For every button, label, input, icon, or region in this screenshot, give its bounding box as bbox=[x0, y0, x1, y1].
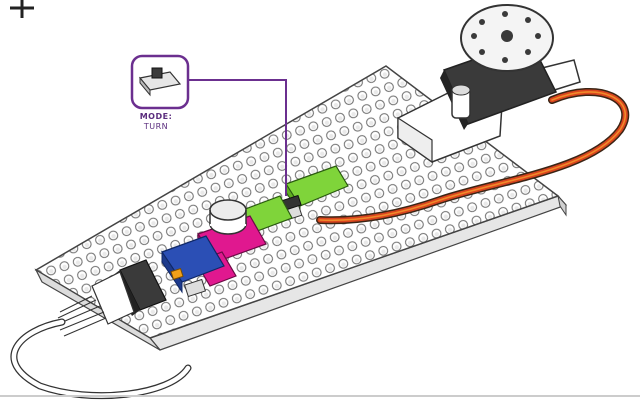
servo-motor bbox=[398, 5, 580, 162]
mode-value: TURN bbox=[136, 122, 176, 131]
servo-horn bbox=[461, 5, 553, 71]
mode-title: MODE: bbox=[136, 112, 176, 121]
plus-icon bbox=[10, 0, 34, 18]
mode-callout bbox=[132, 56, 188, 108]
